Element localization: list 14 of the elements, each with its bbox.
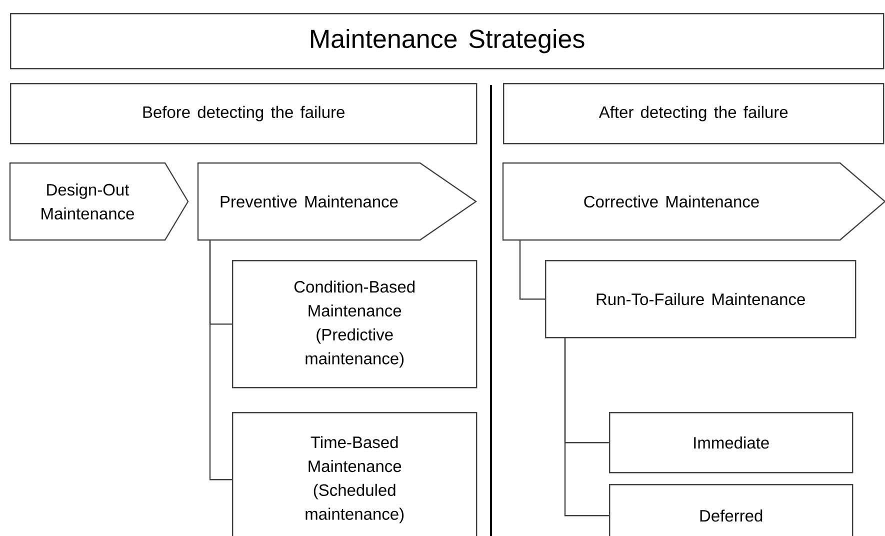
- arrow-box: Corrective Maintenance: [502, 162, 885, 241]
- arrow-box: Preventive Maintenance: [197, 162, 478, 241]
- connector-line: [209, 240, 232, 480]
- arrow-box: Design-Out Maintenance: [9, 162, 189, 241]
- process-box: Run-To-Failure Maintenance: [545, 260, 856, 338]
- process-box: Deferred: [609, 484, 854, 536]
- header-box: After detecting the failure: [503, 83, 884, 144]
- header-box: Before detecting the failure: [10, 83, 478, 144]
- process-box: Immediate: [609, 412, 854, 474]
- connector-line: [519, 240, 545, 300]
- connector-line: [564, 337, 609, 516]
- process-box: Time-Based Maintenance (Scheduled maintenance): [232, 412, 478, 536]
- title-box: Maintenance Strategies: [10, 13, 884, 70]
- process-box: Condition-Based Maintenance (Predictive maintenance): [232, 260, 478, 388]
